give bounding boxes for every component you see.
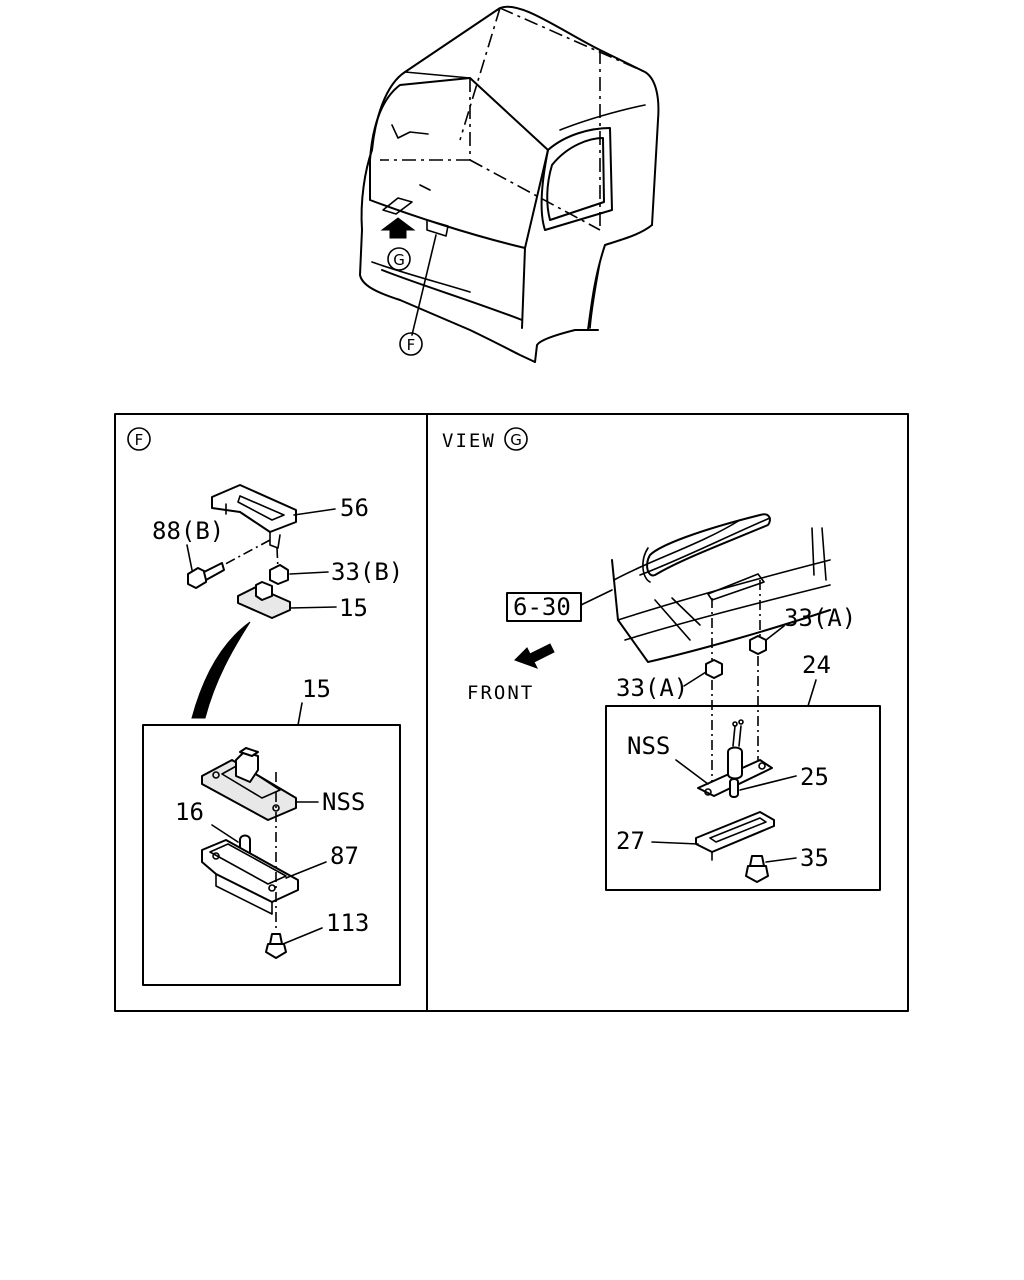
nut-33a-right (749, 635, 767, 655)
screw-113 (265, 933, 287, 959)
label-33a-right: 33(A) (784, 604, 856, 632)
panel-g-view: VIEW G 6-30 FRONT (442, 427, 881, 891)
label-24: 24 (802, 651, 831, 679)
cab-body-underside (611, 513, 831, 663)
housing-87 (201, 839, 299, 915)
label-15-box: 15 (302, 675, 331, 703)
ref-box-6-30 (506, 592, 582, 622)
label-87: 87 (330, 842, 359, 870)
label-nss-g: NSS (627, 732, 670, 760)
ref-box-text: 6-30 (513, 593, 571, 621)
gasket-27 (695, 811, 775, 861)
nut-33a-left (705, 659, 723, 679)
callout-f-label: F (407, 336, 416, 354)
detail-arrow (191, 621, 251, 719)
bulb-25 (729, 778, 739, 798)
label-56: 56 (340, 494, 369, 522)
panel-f-detail: F 56 88(B) 33(B) (127, 427, 403, 986)
screw-35 (745, 855, 769, 883)
label-15-top: 15 (339, 594, 368, 622)
callout-g-label: G (393, 251, 405, 269)
label-nss-f: NSS (322, 788, 365, 816)
label-33b: 33(B) (331, 558, 403, 586)
label-35: 35 (800, 844, 829, 872)
label-33a-left: 33(A) (616, 674, 688, 702)
label-16: 16 (175, 798, 204, 826)
label-113: 113 (326, 909, 369, 937)
label-88b: 88(B) (152, 517, 224, 545)
bolt-88b (187, 562, 225, 589)
panel-g-circle-label: G (510, 431, 522, 449)
truck-cab-illustration: G F (359, 5, 660, 363)
label-25: 25 (800, 763, 829, 791)
label-27: 27 (616, 827, 645, 855)
lamp-lens-nss (201, 747, 297, 821)
lamp-15-small (237, 581, 291, 619)
lamp-socket-nss (697, 719, 773, 797)
panels-frame (114, 413, 909, 1012)
detail-box-24 (605, 705, 881, 891)
view-text: VIEW (442, 430, 496, 452)
panel-f-circle-label: F (135, 431, 144, 449)
front-arrow-icon (514, 643, 555, 669)
front-text: FRONT (467, 682, 534, 704)
detail-box-15 (142, 724, 401, 986)
bracket-56 (211, 484, 297, 549)
nut-33b (269, 564, 289, 585)
